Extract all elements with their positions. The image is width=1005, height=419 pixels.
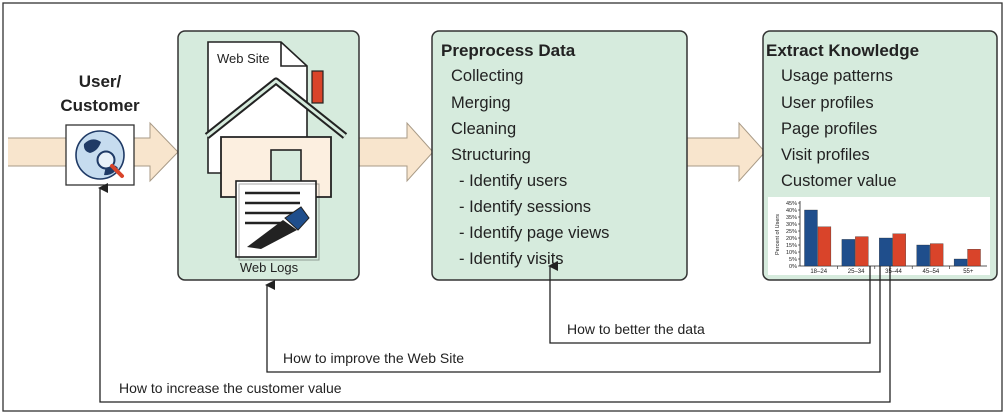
preprocess-item: - Identify sessions (459, 198, 591, 216)
chart-bar (841, 239, 856, 267)
feedback-label-customer: How to increase the customer value (119, 380, 342, 396)
preprocess-item: Collecting (451, 67, 523, 85)
feedback-arrow-website (265, 266, 881, 373)
preprocess-box (431, 30, 688, 281)
chart-bar (916, 244, 930, 267)
extract-item: Usage patterns (781, 67, 893, 85)
feedback-arrow-customer (98, 183, 891, 403)
flow-arrow-2 (686, 121, 766, 183)
chart-y-tick-label: 35% (786, 215, 797, 221)
chart-y-tick-label: 15% (786, 243, 797, 249)
chart-y-tick-label: 25% (786, 229, 797, 235)
feedback-label-data: How to better the data (567, 321, 705, 337)
extract-title: Extract Knowledge (766, 41, 919, 60)
flow-arrow-1 (357, 121, 434, 183)
chart-y-tick-label: 5% (789, 257, 797, 263)
chart-category-label: 45–54 (923, 269, 940, 275)
chart-y-tick-label: 40% (786, 208, 797, 214)
chart-bar (953, 258, 968, 267)
chart-y-tick-label: 10% (786, 250, 797, 256)
preprocess-item: Structuring (451, 146, 531, 164)
preprocess-item: Merging (451, 94, 511, 112)
chart-bar (879, 237, 893, 267)
preprocess-item: Cleaning (451, 120, 516, 138)
chart-bar (817, 226, 832, 267)
feedback-label-website: How to improve the Web Site (283, 350, 464, 366)
chart-y-tick-label: 30% (786, 222, 797, 228)
chart-bar (892, 233, 906, 267)
chart-y-tick-label: 45% (786, 201, 797, 207)
chart-category-label: 25–34 (848, 269, 865, 275)
web-search-icon (65, 124, 135, 186)
user-label-line2: Customer (60, 96, 140, 115)
extract-item: Customer value (781, 172, 897, 190)
website-label: Web Site (217, 51, 270, 66)
chart-category-label: 35–44 (885, 269, 902, 275)
chart-bar (855, 236, 869, 267)
chart-bar (967, 249, 981, 267)
chart-y-axis-label: Percent of Users (775, 214, 781, 255)
chart-category-label: 55+ (963, 269, 974, 275)
extract-item: User profiles (781, 94, 874, 112)
preprocess-title: Preprocess Data (441, 41, 576, 60)
extract-item: Visit profiles (781, 146, 870, 164)
chart-y-tick-label: 20% (786, 236, 797, 242)
chart-bar (804, 209, 818, 267)
web-logs-label: Web Logs (240, 260, 299, 275)
chart-y-tick-label: 0% (789, 264, 797, 270)
web-logs-icon (235, 180, 320, 261)
feedback-arrow-data (548, 261, 871, 344)
chart-bar (930, 243, 944, 267)
preprocess-item: - Identify page views (459, 224, 609, 242)
preprocess-item: - Identify visits (459, 250, 564, 268)
user-label-line1: User/ (79, 72, 122, 91)
age-distribution-chart: 0%5%10%15%20%25%30%35%40%45% Percent of U… (768, 197, 990, 275)
chart-category-label: 18–24 (810, 269, 827, 275)
preprocess-item: - Identify users (459, 172, 567, 190)
extract-item: Page profiles (781, 120, 877, 138)
